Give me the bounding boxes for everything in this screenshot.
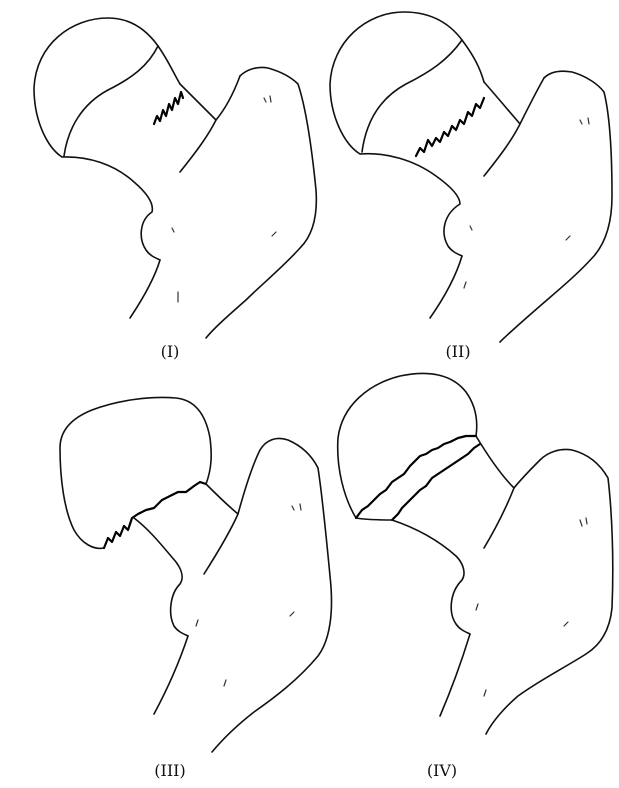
panel-4-mark — [564, 622, 568, 626]
panel-1-neck-superior — [180, 76, 240, 120]
panel-1-fracture-line — [154, 92, 183, 124]
panel-1-mark — [172, 228, 174, 232]
panel-4-mark — [484, 690, 486, 696]
panel-1-mark — [264, 96, 271, 102]
panel-1-mark — [272, 232, 276, 236]
panel-3: (III) — [60, 398, 332, 781]
panel-4-femoral-head — [338, 373, 477, 518]
panel-1-head-line — [64, 46, 158, 156]
panel-1-shaft-medial — [130, 260, 160, 318]
panel-2: (II) — [330, 12, 612, 361]
panel-3-label: (III) — [154, 761, 185, 780]
panel-2-mark — [464, 282, 466, 288]
panel-4-mark — [476, 604, 478, 610]
panel-3-intertrochanteric-line — [204, 514, 238, 574]
panel-2-intertrochanteric-line — [484, 124, 520, 176]
panel-1-femoral-head — [34, 18, 180, 157]
panel-2-mark — [566, 236, 570, 240]
panel-2-mark — [580, 118, 589, 124]
panel-2-greater-trochanter — [500, 71, 612, 342]
panel-3-mark — [224, 680, 226, 686]
panel-3-neck-superior — [206, 450, 260, 514]
panel-4-greater-trochanter — [486, 449, 613, 734]
panel-2-shaft-medial — [430, 256, 462, 318]
panel-4-label: (IV) — [427, 761, 457, 780]
panel-1-neck-inferior — [62, 157, 160, 260]
panel-1-intertrochanteric-line — [180, 120, 216, 172]
panel-4: (IV) — [338, 373, 613, 780]
panel-2-fracture-line — [416, 98, 484, 156]
panel-3-mark — [290, 612, 294, 616]
panel-3-shaft-medial — [154, 636, 188, 714]
panel-4-neck-inferior — [392, 520, 470, 634]
panel-1: (I) — [34, 18, 316, 361]
panel-2-neck-superior — [484, 78, 544, 124]
panel-4-fragment-link — [356, 518, 392, 520]
panel-4-fracture-lower — [392, 444, 480, 520]
panel-1-label: (I) — [161, 342, 180, 361]
panel-2-label: (II) — [445, 342, 470, 361]
panel-4-shaft-medial — [440, 634, 470, 716]
panel-3-femoral-head — [60, 398, 211, 549]
panel-3-neck-inferior — [134, 518, 188, 636]
panel-2-neck-inferior — [360, 154, 462, 256]
panel-1-greater-trochanter — [206, 67, 316, 338]
panel-4-neck-superior — [476, 436, 540, 488]
panel-4-fracture-upper — [356, 436, 476, 518]
panel-3-mark — [196, 620, 198, 626]
panel-4-intertrochanteric-line — [484, 488, 514, 548]
panel-4-mark — [580, 518, 587, 526]
panel-3-mark — [292, 504, 301, 510]
panel-2-mark — [470, 226, 472, 230]
panel-3-greater-trochanter — [212, 438, 332, 752]
